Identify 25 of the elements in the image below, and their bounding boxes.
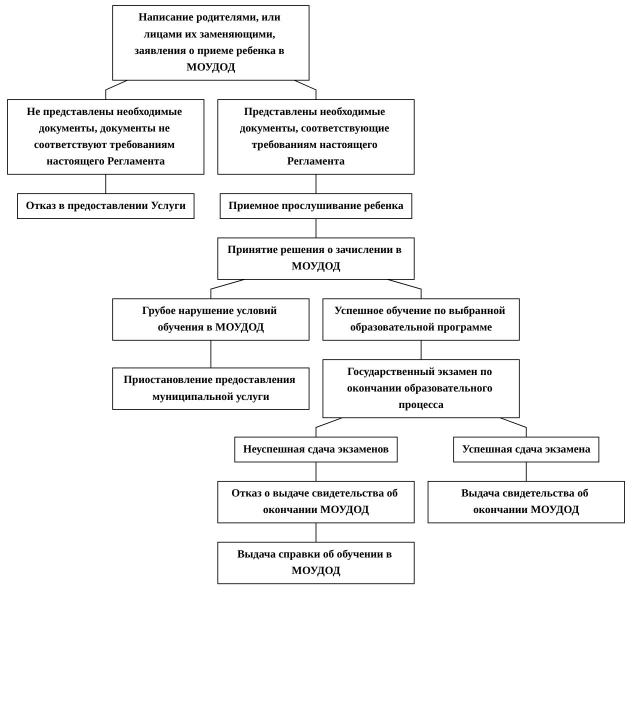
- connector: [294, 80, 316, 100]
- connector: [420, 340, 422, 360]
- node-box: Приостановление предоставления муниципальной услуги: [112, 368, 310, 410]
- node-box: Отказ о выдаче свидетельства об окончании МОУДОД: [217, 480, 415, 524]
- node-box: Успешная сдача экзамена: [453, 436, 600, 462]
- connector: [316, 417, 343, 438]
- node-box: Принятие решения о зачислении в МОУДОД: [217, 238, 415, 280]
- connector: [210, 279, 245, 300]
- connector: [105, 80, 128, 100]
- connector: [387, 279, 422, 300]
- node-box: Выдача свидетельства об окончании МОУДОД: [428, 480, 625, 524]
- connector: [500, 417, 527, 438]
- node-box: Грубое нарушение условий обучения в МОУДОД: [112, 298, 310, 341]
- node-box: Представлены необходимые документы, соответствующие требованиям настоящего Регламента: [217, 99, 415, 175]
- node-box: Написание родителями, или лицами их заменяющими, заявления о приеме ребенка в МОУДОД: [112, 5, 310, 81]
- node-box: Не представлены необходимые документы, документы не соответствуют требованиям настоящего Регламента: [7, 99, 204, 175]
- node-box: Выдача справки об обучении в МОУДОД: [217, 542, 415, 584]
- node-box: Неуспешная сдача экзаменов: [234, 436, 398, 462]
- connector: [526, 462, 527, 482]
- node-box: Отказ в предоставлении Услуги: [17, 193, 194, 219]
- node-box: Приемное прослушивание ребенка: [220, 193, 412, 219]
- node-box: Успешное обучение по выбранной образовательной программе: [322, 298, 520, 341]
- node-box: Государственный экзамен по окончании образовательного процесса: [322, 359, 520, 418]
- connector: [210, 340, 212, 368]
- connector: [105, 174, 106, 194]
